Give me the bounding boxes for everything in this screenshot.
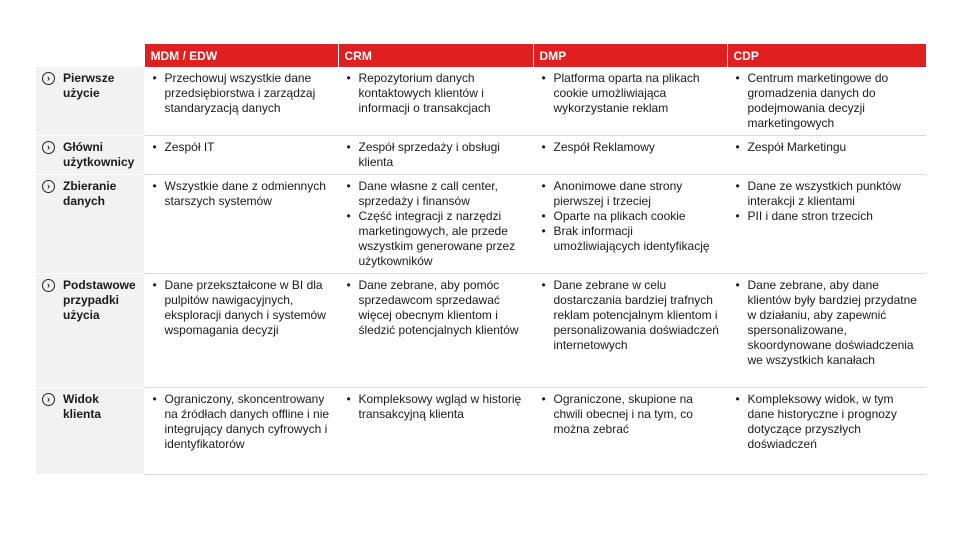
cell-crm: Dane zebrane, aby pomóc sprzedawcom sprz… — [337, 273, 533, 388]
table-row: › Pierwsze użycie Przechowuj wszystkie d… — [36, 67, 926, 136]
cell-dmp: Anonimowe dane strony pierwszej i trzeci… — [532, 174, 727, 274]
cell-mdm-edw: Wszystkie dane z odmiennych starszych sy… — [143, 174, 338, 274]
list-item: Przechowuj wszystkie dane przedsiębiorst… — [151, 71, 334, 116]
cell-dmp: Zespół Reklamowy — [532, 135, 727, 175]
column-header-dmp: DMP — [532, 44, 727, 67]
list-item: Platforma oparta na plikach cookie umożl… — [540, 71, 723, 116]
list-item: Kompleksowy widok, w tym dane historyczn… — [734, 392, 923, 452]
list-item: Brak informacji umożliwiających identyfi… — [540, 224, 723, 254]
cell-crm: Zespół sprzedaży i obsługi klienta — [337, 135, 533, 175]
column-header-cdp: CDP — [726, 44, 926, 67]
row-label: Pierwsze użycie — [63, 71, 115, 100]
list-item: Dane zebrane, aby dane klientów były bar… — [734, 278, 923, 368]
column-header-crm: CRM — [337, 44, 533, 67]
cell-dmp: Dane zebrane w celu dostarczania bardzie… — [532, 273, 727, 388]
row-label: Główni użytkownicy — [63, 140, 135, 169]
cell-crm: Dane własne z call center, sprzedaży i f… — [337, 174, 533, 274]
cell-mdm-edw: Zespół IT — [143, 135, 338, 175]
chevron-right-circle-icon: › — [42, 180, 55, 193]
list-item: Wszystkie dane z odmiennych starszych sy… — [151, 179, 334, 209]
table-row: › Widok klienta Ograniczony, skoncentrow… — [36, 387, 926, 475]
row-label: Zbieranie danych — [63, 179, 117, 208]
chevron-right-circle-icon: › — [42, 141, 55, 154]
cell-cdp: Dane ze wszystkich punktów interakcji z … — [726, 174, 926, 274]
cell-mdm-edw: Dane przekształcone w BI dla pulpitów na… — [143, 273, 338, 388]
list-item: Ograniczone, skupione na chwili obecnej … — [540, 392, 723, 437]
list-item: Część integracji z narzędzi marketingowy… — [345, 209, 529, 269]
cell-cdp: Kompleksowy widok, w tym dane historyczn… — [726, 387, 926, 475]
row-label: Podstawowe przypadki użycia — [63, 278, 136, 322]
cell-dmp: Ograniczone, skupione na chwili obecnej … — [532, 387, 727, 475]
list-item: PII i dane stron trzecich — [734, 209, 923, 224]
list-item: Zespół Marketingu — [734, 140, 923, 155]
table-row: › Główni użytkownicy Zespół IT Zespół sp… — [36, 135, 926, 175]
header-row: MDM / EDW CRM DMP CDP — [36, 44, 926, 67]
column-header-mdm-edw: MDM / EDW — [143, 44, 338, 67]
row-label-cell: › Pierwsze użycie — [36, 67, 144, 136]
list-item: Anonimowe dane strony pierwszej i trzeci… — [540, 179, 723, 209]
cell-cdp: Dane zebrane, aby dane klientów były bar… — [726, 273, 926, 388]
comparison-table: MDM / EDW CRM DMP CDP › Pierwsze użycie … — [36, 44, 926, 475]
row-label-cell: › Widok klienta — [36, 387, 144, 475]
list-item: Dane przekształcone w BI dla pulpitów na… — [151, 278, 334, 338]
cell-mdm-edw: Przechowuj wszystkie dane przedsiębiorst… — [143, 67, 338, 136]
list-item: Repozytorium danych kontaktowych klientó… — [345, 71, 529, 116]
list-item: Kompleksowy wgląd w historię transakcyjn… — [345, 392, 529, 422]
chevron-right-circle-icon: › — [42, 279, 55, 292]
chevron-right-circle-icon: › — [42, 393, 55, 406]
list-item: Ograniczony, skoncentrowany na źródłach … — [151, 392, 334, 452]
row-label-cell: › Podstawowe przypadki użycia — [36, 273, 144, 388]
list-item: Dane ze wszystkich punktów interakcji z … — [734, 179, 923, 209]
list-item: Dane własne z call center, sprzedaży i f… — [345, 179, 529, 209]
list-item: Oparte na plikach cookie — [540, 209, 723, 224]
cell-cdp: Centrum marketingowe do gromadzenia dany… — [726, 67, 926, 136]
table-row: › Podstawowe przypadki użycia Dane przek… — [36, 273, 926, 388]
header-corner — [36, 44, 144, 67]
cell-dmp: Platforma oparta na plikach cookie umożl… — [532, 67, 727, 136]
row-label-cell: › Zbieranie danych — [36, 174, 144, 274]
list-item: Zespół sprzedaży i obsługi klienta — [345, 140, 529, 170]
table-row: › Zbieranie danych Wszystkie dane z odmi… — [36, 174, 926, 274]
list-item: Dane zebrane, aby pomóc sprzedawcom sprz… — [345, 278, 529, 338]
list-item: Zespół Reklamowy — [540, 140, 723, 155]
cell-mdm-edw: Ograniczony, skoncentrowany na źródłach … — [143, 387, 338, 475]
cell-crm: Repozytorium danych kontaktowych klientó… — [337, 67, 533, 136]
list-item: Centrum marketingowe do gromadzenia dany… — [734, 71, 923, 131]
cell-crm: Kompleksowy wgląd w historię transakcyjn… — [337, 387, 533, 475]
cell-cdp: Zespół Marketingu — [726, 135, 926, 175]
chevron-right-circle-icon: › — [42, 72, 55, 85]
row-label-cell: › Główni użytkownicy — [36, 135, 144, 175]
row-label: Widok klienta — [63, 392, 102, 421]
list-item: Zespół IT — [151, 140, 334, 155]
list-item: Dane zebrane w celu dostarczania bardzie… — [540, 278, 723, 353]
